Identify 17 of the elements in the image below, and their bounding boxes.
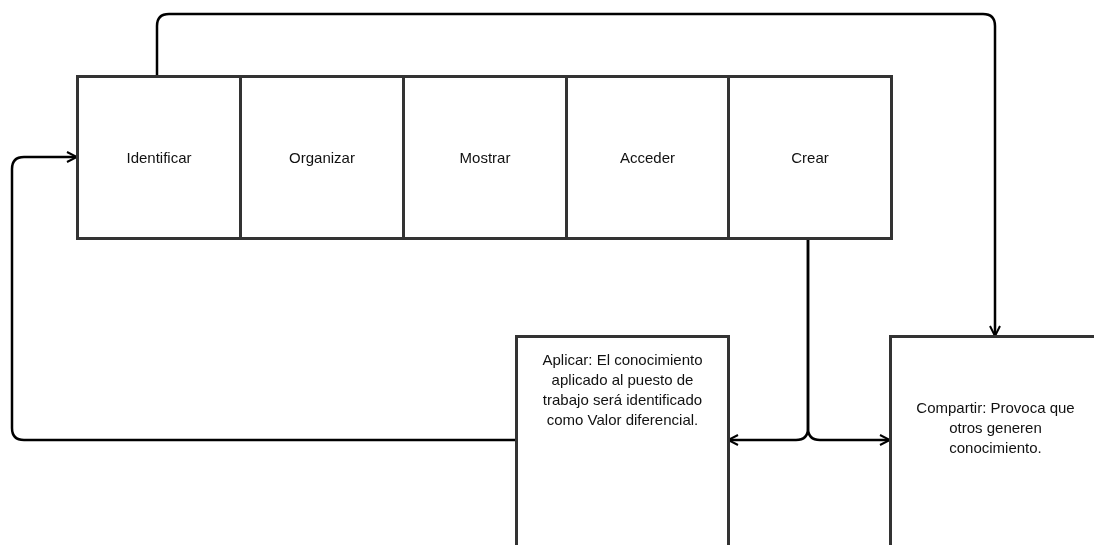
process-box [889,335,1094,545]
process-box [76,75,242,240]
box-label: Mostrar [459,147,511,168]
connector-arrow [806,238,891,446]
box-label: Aplicar: El conocimiento aplicado al puesto de trabajo será identificado como Valor diferencial. [541,350,704,430]
box-label: Compartir: Provoca que otros generen conocimiento. [915,398,1076,458]
connector-arrow [10,151,516,442]
box-label: Crear [791,147,829,168]
box-label: Acceder [620,147,675,168]
connector-arrow [155,12,1001,337]
process-box [515,335,730,545]
box-label: Organizar [289,147,355,168]
process-box [727,75,893,240]
process-box [402,75,568,240]
process-box [239,75,405,240]
box-label: Identificar [126,147,192,168]
process-box [565,75,730,240]
